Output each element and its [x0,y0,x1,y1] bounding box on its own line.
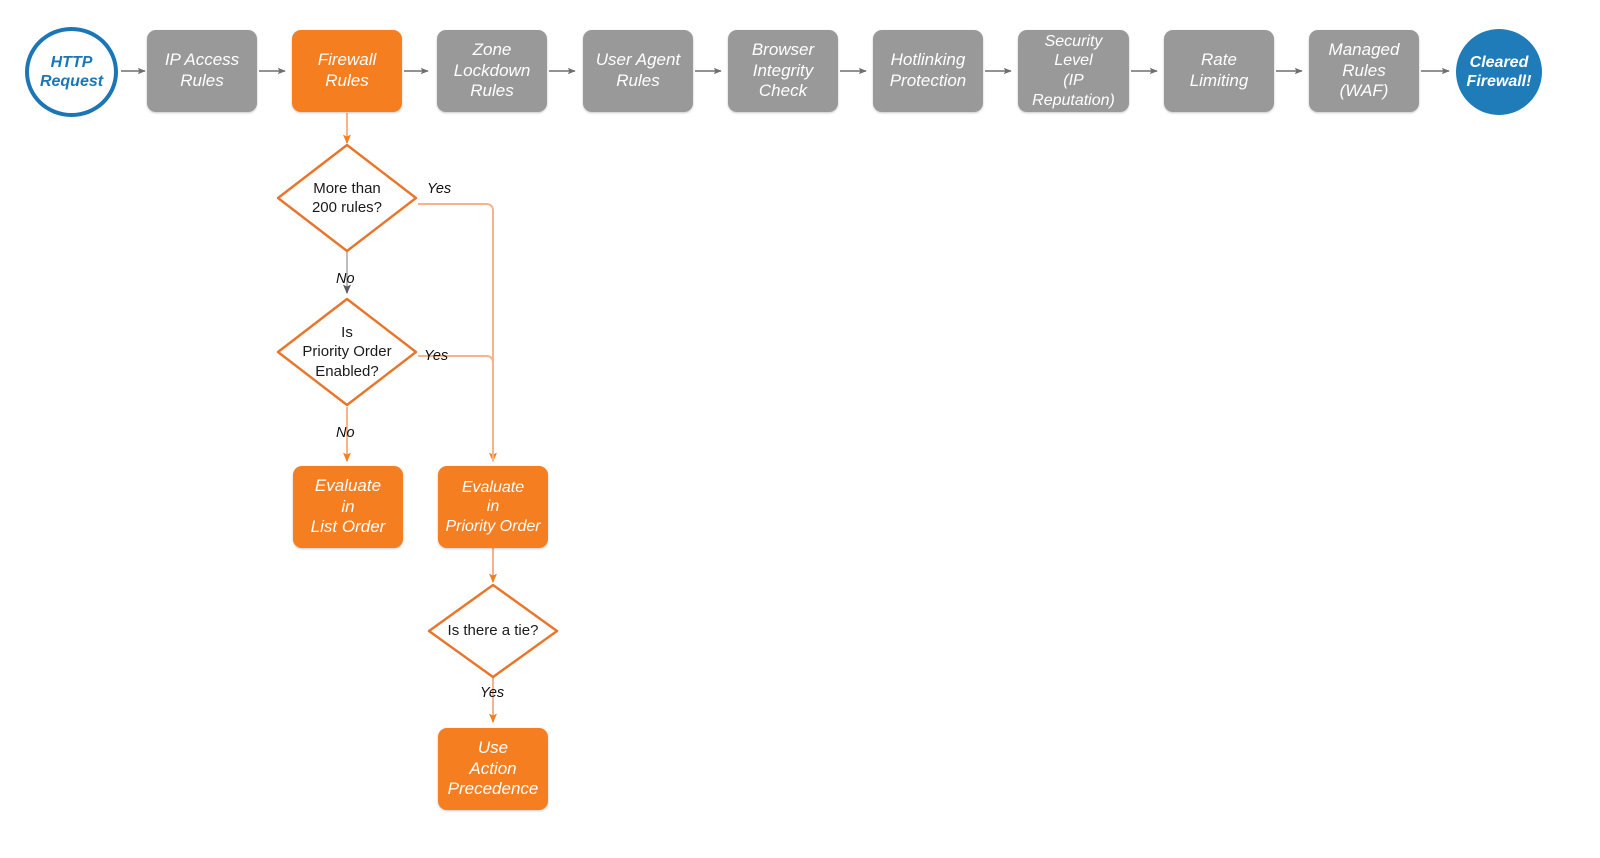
decision-is-there-a-tie[interactable]: Is there a tie? [427,583,559,679]
diamond-shape [276,143,418,253]
decision-label: Is Priority Order Enabled? [302,324,392,380]
node-label: Firewall Rules [317,50,377,90]
node-security-level[interactable]: Security Level (IP Reputation) [1018,30,1129,112]
node-label: HTTP Request [39,53,104,90]
node-use-action-precedence[interactable]: Use Action Precedence [438,728,548,810]
node-evaluate-in-priority-order[interactable]: Evaluate in Priority Order [438,466,548,548]
node-firewall-rules[interactable]: Firewall Rules [292,30,402,112]
node-zone-lockdown-rules[interactable]: Zone Lockdown Rules [437,30,547,112]
decision-more-than-200-rules[interactable]: More than 200 rules? [276,143,418,253]
edge-label-yes-priority-order: Yes [424,348,449,364]
decision-label: More than 200 rules? [311,179,383,216]
decision-label: Is there a tie? [447,622,539,640]
node-label: IP Access Rules [164,50,240,90]
decision-priority-order-enabled[interactable]: Is Priority Order Enabled? [276,297,418,407]
node-label: Managed Rules (WAF) [1328,39,1400,101]
node-evaluate-in-list-order[interactable]: Evaluate in List Order [293,466,403,548]
edge-label-no-priority-order: No [336,425,355,441]
node-label: Rate Limiting [1189,50,1249,90]
node-managed-rules-waf[interactable]: Managed Rules (WAF) [1309,30,1419,112]
node-label: Zone Lockdown Rules [453,39,531,101]
edge-yes-200rules-to-priority-order [418,203,497,463]
node-label: User Agent Rules [595,50,681,90]
node-label: Evaluate in Priority Order [445,478,541,535]
node-label: Hotlinking Protection [889,50,967,90]
node-ip-access-rules[interactable]: IP Access Rules [147,30,257,112]
node-label: Cleared Firewall! [1466,53,1532,90]
node-label: Browser Integrity Check [751,39,815,101]
edge-yes-priority-to-priority-order [418,355,494,461]
edge-label-yes-tie: Yes [480,685,505,701]
node-http-request[interactable]: HTTP Request [25,27,118,117]
node-label: Security Level (IP Reputation) [1032,32,1115,109]
node-label: Use Action Precedence [447,737,539,799]
diamond-shape [427,583,559,679]
node-cleared-firewall[interactable]: Cleared Firewall! [1456,29,1542,115]
edge-label-no-200-rules: No [336,271,355,287]
node-hotlinking-protection[interactable]: Hotlinking Protection [873,30,983,112]
node-rate-limiting[interactable]: Rate Limiting [1164,30,1274,112]
diamond-shape [276,297,418,407]
node-label: Evaluate in List Order [310,475,386,537]
node-browser-integrity-check[interactable]: Browser Integrity Check [728,30,838,112]
edge-label-yes-200-rules: Yes [427,181,452,197]
node-user-agent-rules[interactable]: User Agent Rules [583,30,693,112]
